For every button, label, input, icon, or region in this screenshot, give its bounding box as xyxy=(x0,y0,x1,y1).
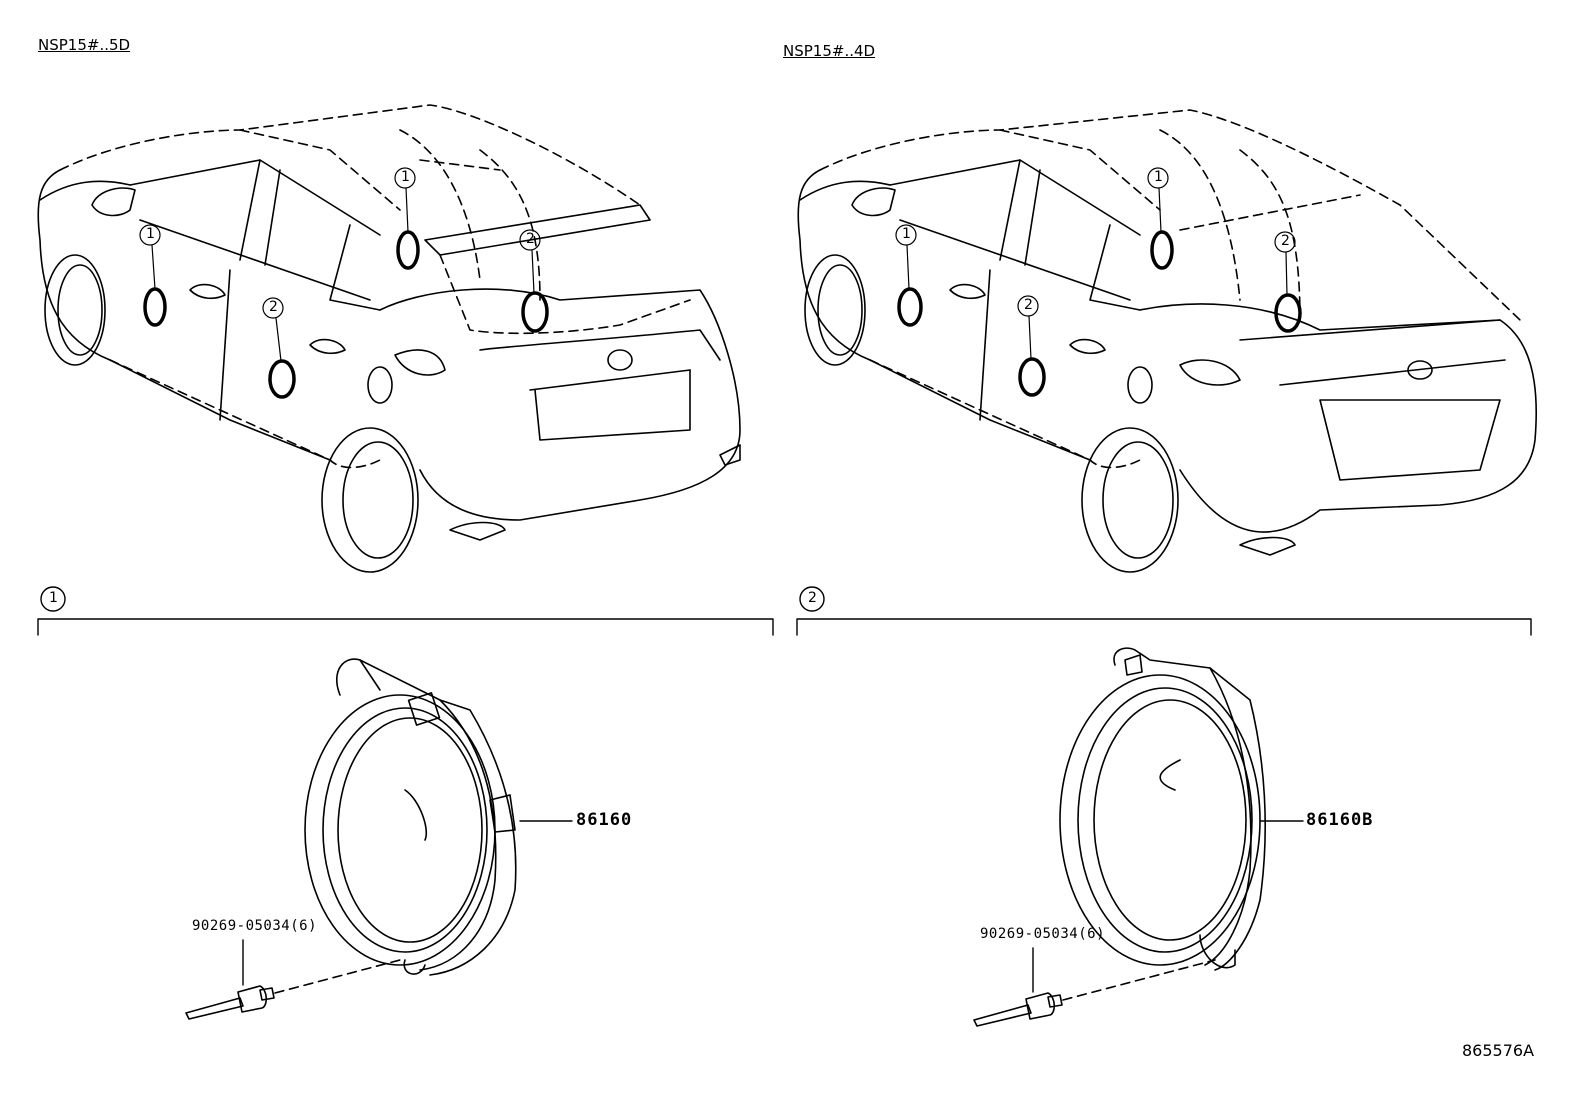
part-number-86160[interactable]: 86160 xyxy=(576,810,633,830)
hatchback-car-illustration xyxy=(37,104,741,573)
rivet-right-illustration xyxy=(973,947,1216,1027)
callout-1-front-right: 1 xyxy=(902,226,911,242)
sedan-car-illustration xyxy=(797,109,1538,573)
callout-1-rear-right: 1 xyxy=(1154,169,1163,185)
section-brackets xyxy=(37,586,1532,636)
speaker-86160B-illustration xyxy=(1059,647,1266,971)
section-1-marker: 1 xyxy=(49,590,58,606)
callout-1-front-left: 1 xyxy=(146,226,155,242)
section-2-marker: 2 xyxy=(808,590,817,606)
callout-1-rear-left: 1 xyxy=(401,169,410,185)
illustration-number: 865576A xyxy=(1462,1041,1535,1060)
rivet-left-illustration xyxy=(185,939,401,1020)
callout-leaders-right xyxy=(895,167,1296,360)
part-number-rivet-left[interactable]: 90269-05034(6) xyxy=(192,918,318,934)
speaker-locations-right xyxy=(897,230,1302,397)
callout-2-rear-right: 2 xyxy=(1281,233,1290,249)
speaker-86160-illustration xyxy=(304,658,517,976)
variant-label-4d: NSP15#..4D xyxy=(783,42,876,60)
speaker-locations-left xyxy=(143,230,549,399)
callout-2-front-left: 2 xyxy=(269,299,278,315)
part-number-rivet-right[interactable]: 90269-05034(6) xyxy=(980,926,1106,942)
callout-2-front-right: 2 xyxy=(1024,297,1033,313)
callout-leaders-left xyxy=(139,167,541,362)
part-number-86160B[interactable]: 86160B xyxy=(1306,810,1374,830)
variant-label-5d: NSP15#..5D xyxy=(38,36,131,54)
callout-2-rear-left: 2 xyxy=(526,231,535,247)
